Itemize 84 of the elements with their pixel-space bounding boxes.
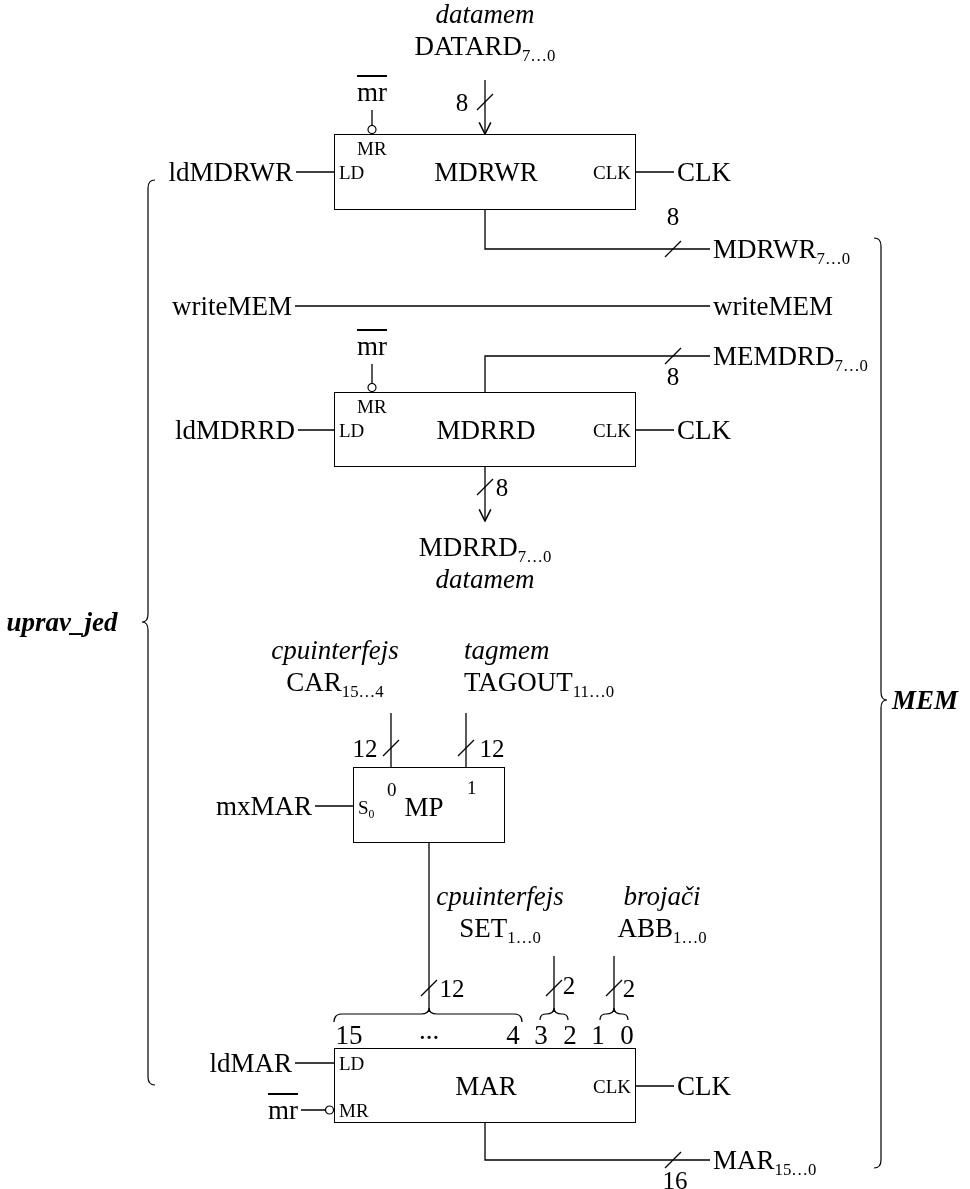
signal-line bbox=[635, 171, 675, 173]
register-name: MAR bbox=[455, 1072, 517, 1102]
signal-label: CLK bbox=[677, 414, 731, 446]
signal-line bbox=[465, 712, 467, 768]
pin-label: CLK bbox=[593, 420, 631, 442]
module-name: tagmem bbox=[464, 634, 551, 666]
register-name: MP bbox=[404, 793, 444, 823]
signal-label: CAR$_{15…4}$ bbox=[285, 666, 385, 698]
inverted-input-line bbox=[300, 1105, 335, 1115]
pin-label: CLK bbox=[593, 162, 631, 184]
signal-label: mr bbox=[357, 76, 387, 108]
signal-label: MAR$_{15…0}$ bbox=[713, 1144, 817, 1176]
pin-label: MR bbox=[357, 138, 387, 160]
inverted-input-line bbox=[367, 363, 377, 393]
brace-label: MEM bbox=[892, 684, 959, 716]
register-box bbox=[334, 392, 636, 467]
signal-line bbox=[635, 1085, 675, 1087]
signal-label: mr bbox=[357, 330, 387, 362]
register-name: MDRWR bbox=[434, 158, 538, 188]
pin-label: S$_{0}$ bbox=[358, 797, 375, 819]
bus-width-label: 8 bbox=[666, 363, 680, 389]
signal-label: CLK bbox=[677, 156, 731, 188]
pin-label: MR bbox=[357, 396, 387, 418]
signal-line bbox=[294, 1062, 335, 1064]
pin-label: 0 bbox=[387, 779, 397, 801]
signal-line bbox=[484, 1122, 711, 1161]
pin-label: CLK bbox=[593, 1076, 631, 1098]
signal-label: ldMAR bbox=[209, 1047, 292, 1079]
signal-label: ldMDRRD bbox=[174, 414, 295, 446]
signal-label: writeMEM bbox=[713, 290, 833, 322]
pin-label: MR bbox=[339, 1100, 369, 1122]
module-name: cpuinterfejs bbox=[271, 634, 399, 666]
module-name: datamem bbox=[434, 0, 536, 30]
pin-label: LD bbox=[339, 420, 365, 442]
signal-label: TAGOUT$_{11…0}$ bbox=[464, 666, 615, 698]
signal-label: DATARD$_{7…0}$ bbox=[414, 30, 556, 62]
inverted-input-line bbox=[367, 109, 377, 135]
signal-label: MDRRD$_{7…0}$ bbox=[418, 531, 552, 563]
signal-line bbox=[314, 805, 354, 807]
bus-width-label: 2 bbox=[562, 972, 576, 998]
bus-width-label: 12 bbox=[479, 735, 505, 761]
multiplexer-box bbox=[353, 767, 505, 843]
signal-line bbox=[635, 429, 675, 431]
pin-label: 1 bbox=[467, 777, 477, 799]
bus-width-label: 8 bbox=[666, 203, 680, 229]
bit-index: 4 bbox=[506, 1019, 520, 1051]
pin-label: LD bbox=[339, 1053, 365, 1075]
signal-label: ldMDRWR bbox=[168, 156, 293, 188]
register-name: MDRRD bbox=[436, 416, 536, 446]
brace-label: uprav_jed bbox=[6, 606, 118, 638]
signal-line bbox=[297, 429, 335, 431]
bit-index: 2 bbox=[563, 1019, 577, 1051]
signal-label: SET$_{1…0}$ bbox=[458, 912, 542, 944]
signal-label: writeMEM bbox=[172, 290, 292, 322]
bus-width-label: 12 bbox=[352, 735, 378, 761]
signal-label: CLK bbox=[677, 1070, 731, 1102]
module-name: cpuinterfejs bbox=[436, 880, 564, 912]
module-name: brojači bbox=[622, 880, 702, 912]
signal-line bbox=[295, 171, 335, 173]
module-name: datamem bbox=[434, 563, 536, 595]
register-box bbox=[334, 1048, 636, 1123]
arrow bbox=[478, 79, 492, 135]
signal-label: mxMAR bbox=[215, 790, 312, 822]
signal-line bbox=[484, 209, 711, 250]
bit-index: 0 bbox=[620, 1019, 634, 1051]
bit-index: 3 bbox=[534, 1019, 548, 1051]
signal-label: ABB$_{1…0}$ bbox=[617, 912, 707, 944]
bit-index: ... bbox=[418, 1014, 440, 1046]
bit-index: 1 bbox=[591, 1019, 605, 1051]
signal-label: MEMDRD$_{7…0}$ bbox=[713, 340, 868, 372]
arrow bbox=[478, 466, 492, 522]
bus-width-label: 2 bbox=[622, 975, 636, 1001]
bus-width-label: 8 bbox=[455, 89, 469, 115]
signal-line bbox=[294, 305, 711, 307]
register-box bbox=[334, 134, 636, 210]
bus-width-label: 8 bbox=[495, 474, 509, 500]
bus-width-label: 16 bbox=[662, 1167, 688, 1189]
signal-label: MDRWR$_{7…0}$ bbox=[713, 233, 850, 265]
signal-label: mr bbox=[268, 1094, 298, 1126]
bus-width-label: 12 bbox=[439, 975, 465, 1001]
signal-line bbox=[484, 355, 711, 393]
bit-index: 15 bbox=[335, 1019, 363, 1051]
pin-label: LD bbox=[339, 162, 365, 184]
signal-line bbox=[390, 712, 392, 768]
